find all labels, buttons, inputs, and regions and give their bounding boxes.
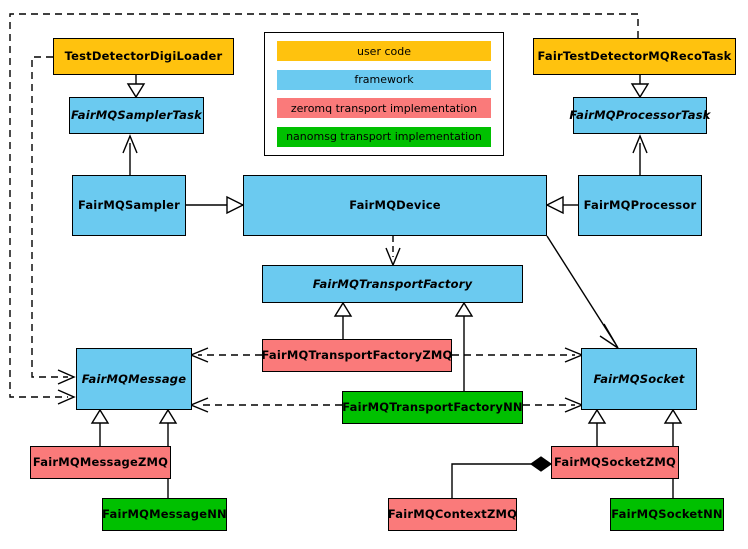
- node-label: FairMQMessage: [81, 371, 187, 386]
- node-fairmqdevice[interactable]: FairMQDevice: [243, 175, 547, 236]
- node-label: FairMQProcessorTask: [569, 108, 711, 123]
- node-fairmqtransportfactoryzmq[interactable]: FairMQTransportFactoryZMQ: [262, 339, 452, 372]
- node-label: FairMQDevice: [349, 198, 441, 213]
- node-label: FairMQTransportFactoryNN: [342, 400, 523, 415]
- node-fairmqsocketzmq[interactable]: FairMQSocketZMQ: [551, 446, 679, 479]
- edge-tfnn-depends-socket: [523, 397, 584, 413]
- node-fairmqcontextzmq[interactable]: FairMQContextZMQ: [388, 498, 517, 531]
- legend-item-label: framework: [354, 73, 414, 87]
- node-fairmqprocessor[interactable]: FairMQProcessor: [578, 175, 702, 236]
- edge-processor-inherits-device: [545, 195, 578, 215]
- node-label: FairMQSocketNN: [611, 507, 723, 522]
- node-testdetectordigiloader[interactable]: TestDetectorDigiLoader: [53, 38, 234, 75]
- edge-socketzmq-composes-contextzmq: [451, 456, 553, 498]
- edge-device-uses-socket: [546, 235, 619, 349]
- edge-device-depends-transportfactory: [385, 236, 401, 267]
- edge-sampler-inherits-device: [186, 195, 245, 215]
- legend-item-zeromq: zeromq transport implementation: [277, 98, 491, 119]
- edge-sampler-uses-samplertask: [122, 134, 138, 175]
- node-label: FairMQTransportFactoryZMQ: [261, 348, 453, 363]
- legend-item-label: user code: [356, 44, 412, 58]
- node-fairtestdetectormqrecotask[interactable]: FairTestDetectorMQRecoTask: [533, 38, 736, 75]
- node-fairmqprocessortask[interactable]: FairMQProcessorTask: [569, 97, 710, 134]
- node-label: FairTestDetectorMQRecoTask: [537, 49, 732, 64]
- edge-digiloader-inherits-samplertask: [126, 75, 146, 99]
- node-fairmqsampler[interactable]: FairMQSampler: [72, 175, 186, 236]
- legend-item-nanomsg: nanomsg transport implementation: [277, 126, 491, 147]
- node-label: FairMQTransportFactory: [312, 276, 473, 291]
- node-fairmqsocketnn[interactable]: FairMQSocketNN: [610, 498, 724, 531]
- node-label: FairMQMessageNN: [102, 507, 227, 522]
- node-fairmqmessagenn[interactable]: FairMQMessageNN: [102, 498, 227, 531]
- edge-tfzmq-depends-socket: [452, 347, 584, 363]
- edge-socketzmq-inherits-socket: [587, 408, 607, 446]
- legend-item-label: zeromq transport implementation: [290, 101, 478, 115]
- node-fairmqmessage[interactable]: FairMQMessage: [76, 348, 192, 410]
- edge-tfzmq-depends-message: [189, 347, 262, 363]
- legend-item-label: nanomsg transport implementation: [286, 130, 482, 144]
- node-fairmqtransportfactory[interactable]: FairMQTransportFactory: [262, 265, 523, 303]
- node-label: FairMQSamplerTask: [71, 108, 202, 123]
- node-fairmqsamplertask[interactable]: FairMQSamplerTask: [69, 97, 204, 134]
- edge-processor-uses-processortask: [632, 134, 648, 175]
- edge-messagezmq-inherits-message: [90, 408, 110, 446]
- edge-recotask-inherits-processortask: [630, 75, 650, 99]
- node-fairmqtransportfactorynn[interactable]: FairMQTransportFactoryNN: [342, 391, 523, 424]
- legend-item-framework: framework: [277, 69, 491, 90]
- edge-digiloader-to-message: [31, 56, 76, 385]
- node-label: TestDetectorDigiLoader: [64, 49, 223, 64]
- edge-tfnn-inherits-transportfactory: [454, 301, 474, 391]
- legend-panel: user code framework zeromq transport imp…: [264, 32, 504, 156]
- node-label: FairMQProcessor: [583, 198, 697, 213]
- legend-item-user-code: user code: [277, 41, 491, 61]
- edge-tfzmq-inherits-transportfactory: [333, 301, 353, 339]
- node-fairmqsocket[interactable]: FairMQSocket: [581, 348, 697, 410]
- node-label: FairMQSampler: [77, 198, 181, 213]
- node-label: FairMQContextZMQ: [387, 507, 518, 522]
- node-fairmqmessagezmq[interactable]: FairMQMessageZMQ: [30, 446, 171, 479]
- edge-tfnn-depends-message: [189, 397, 342, 413]
- node-label: FairMQSocket: [593, 371, 685, 386]
- node-label: FairMQMessageZMQ: [32, 455, 169, 470]
- node-label: FairMQSocketZMQ: [554, 455, 676, 470]
